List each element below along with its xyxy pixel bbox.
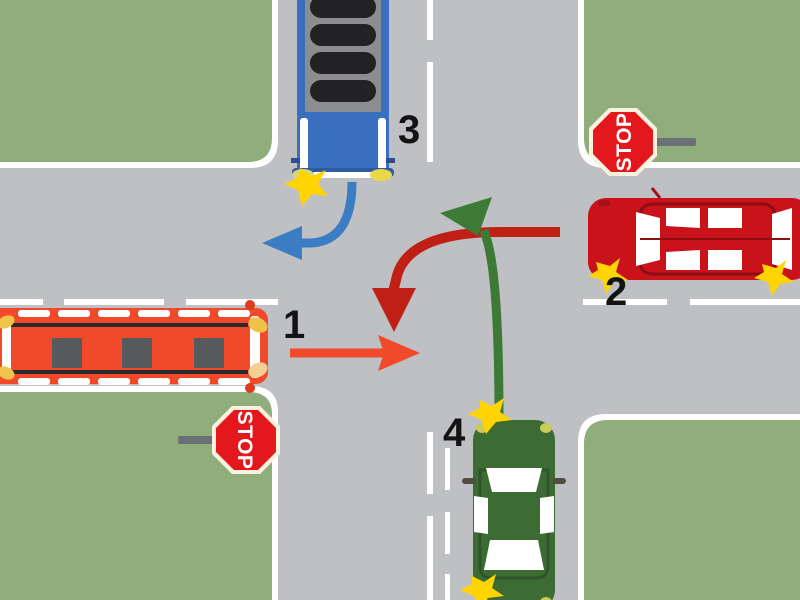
- turn-signal-red-car-left: [588, 258, 628, 294]
- arrow-3-blue: [262, 181, 357, 260]
- vehicle-green-car: [460, 398, 566, 600]
- arrow-1-orange: [290, 335, 420, 371]
- turn-signal-green-car-rear: [460, 574, 504, 600]
- arrow-4-green: [440, 197, 504, 421]
- vehicle-orange-bus: [0, 300, 268, 393]
- turn-signal-blue-truck: [284, 168, 328, 206]
- arrow-2-red: [372, 227, 560, 332]
- grass-se: [584, 420, 800, 600]
- vehicle-label-4: 4: [443, 411, 465, 455]
- grass-nw: [0, 0, 272, 162]
- turn-signal-green-car-front: [468, 398, 512, 434]
- stop-sign-northeast: STOP: [589, 108, 696, 176]
- stop-sign-southwest: STOP: [178, 406, 280, 474]
- turn-signal-red-car-right: [754, 260, 794, 296]
- stop-sign-sw-text: STOP: [233, 411, 256, 470]
- vehicle-label-1: 1: [283, 303, 305, 347]
- stop-sign-ne-text: STOP: [613, 113, 636, 172]
- vehicle-label-3: 3: [398, 108, 420, 152]
- vehicle-red-car: [588, 187, 800, 296]
- vehicle-label-2: 2: [605, 270, 627, 314]
- vehicle-blue-truck: [284, 0, 395, 206]
